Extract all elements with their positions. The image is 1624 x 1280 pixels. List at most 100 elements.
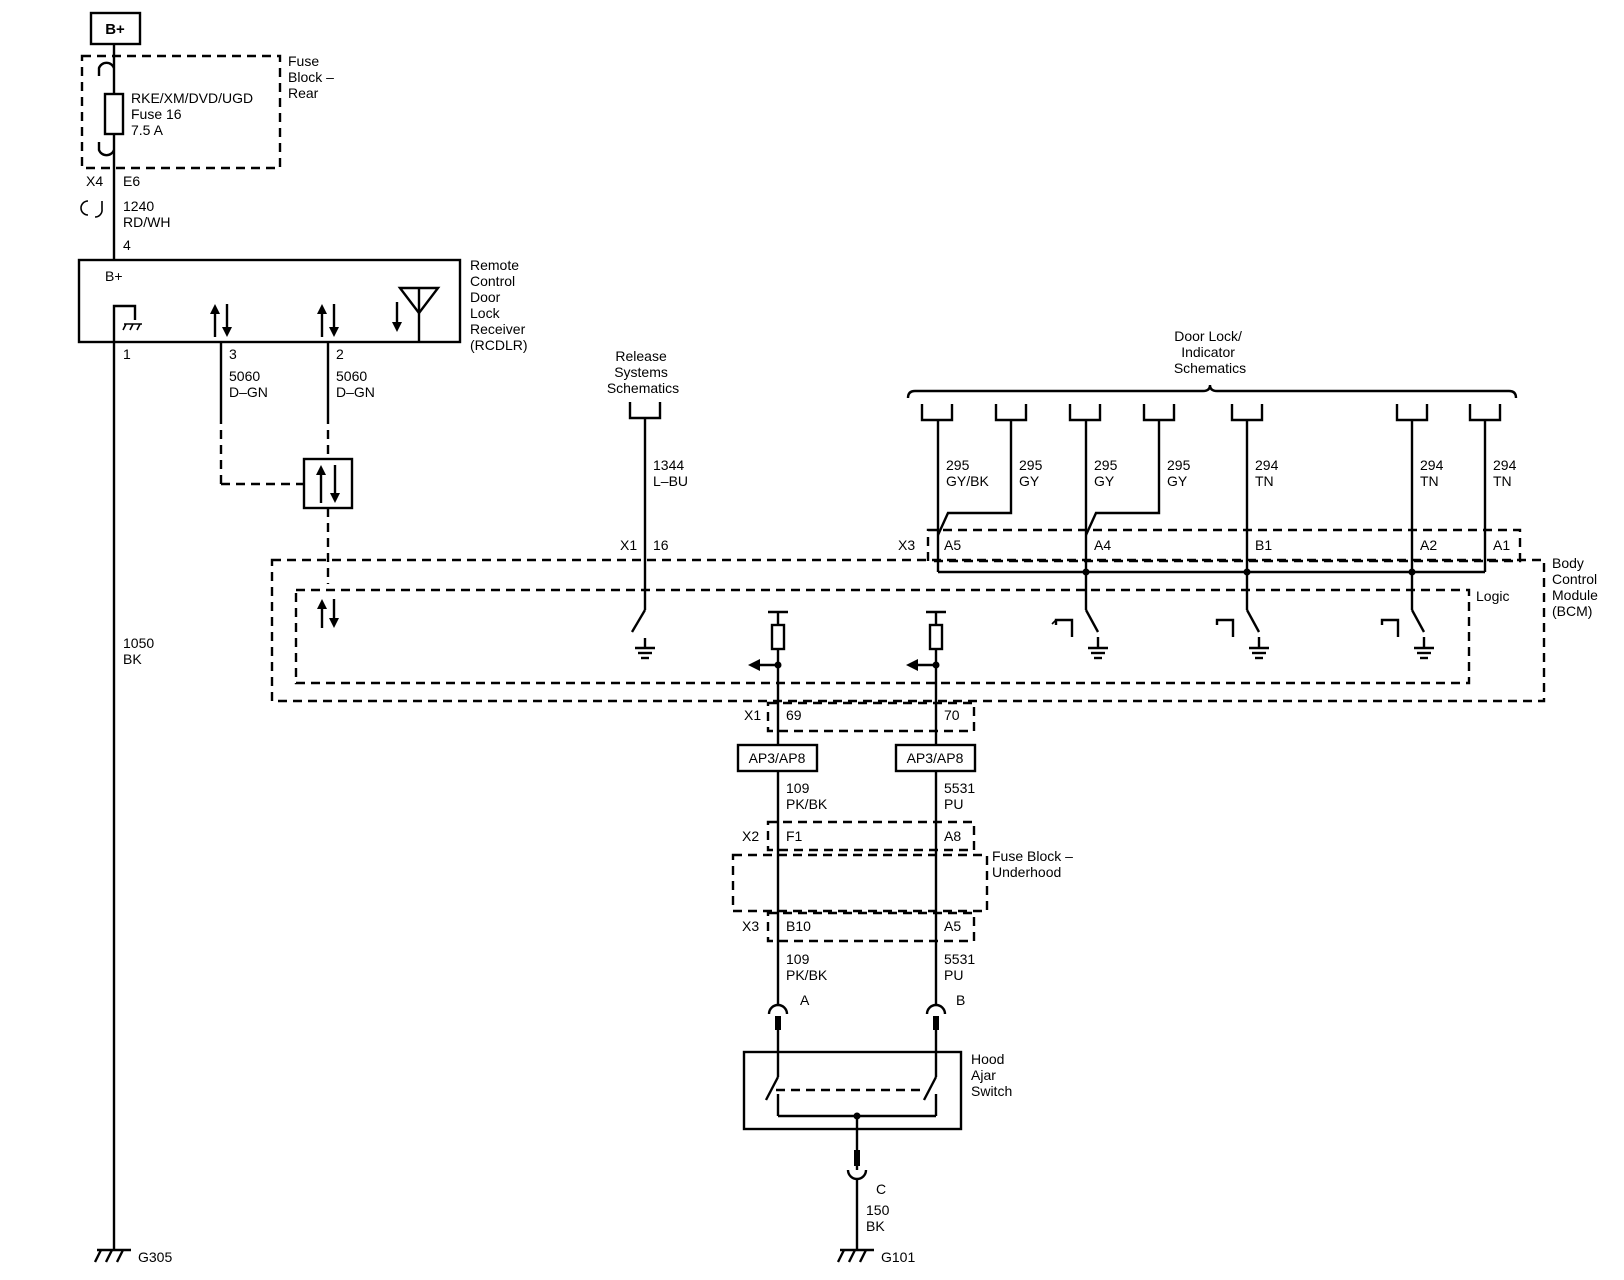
pin-a4-label: A4 — [1094, 537, 1111, 553]
connector-icon — [1395, 404, 1429, 422]
hood-ajar-input-circuits — [748, 610, 946, 810]
fuse-block-underhood-label: Fuse Block – Underhood — [992, 848, 1077, 880]
bcm-serial-arrows-icon — [317, 599, 339, 628]
fuse-block-rear-outline — [80, 54, 282, 170]
wire-5531-lower-label: 5531 PU — [944, 951, 979, 983]
fuse-16-label: RKE/XM/DVD/UGD Fuse 16 7.5 A — [131, 90, 257, 138]
hood-ajar-switch-label: Hood Ajar Switch — [971, 1051, 1012, 1099]
connector-icon — [1230, 404, 1264, 422]
rcdlr-name-label: Remote Control Door Lock Receiver (RCDLR… — [470, 257, 529, 353]
pin-69-label: 69 — [786, 707, 802, 723]
bplus-box — [89, 11, 142, 46]
connector-icon — [994, 404, 1028, 422]
wire-109-upper-label: 109 PK/BK — [786, 780, 828, 812]
pin-a2-label: A2 — [1420, 537, 1437, 553]
connector-icon — [1142, 404, 1176, 422]
pin-3-label: 3 — [229, 346, 237, 362]
serial-data-splice-icon — [302, 457, 354, 510]
wire-294-tn-b-label: 294 TN — [1420, 457, 1447, 489]
ap-splice-left-label: AP3/AP8 — [749, 750, 806, 766]
connector-icon — [1068, 404, 1102, 422]
connector-x3-top-label: X3 — [898, 537, 915, 553]
bplus-label: B+ — [105, 21, 125, 38]
wire-294-tn-c-label: 294 TN — [1493, 457, 1520, 489]
wire-294-tn-a-label: 294 TN — [1255, 457, 1282, 489]
connector-x1-bottom-label: X1 — [744, 707, 761, 723]
fuse-block-underhood-outline — [731, 853, 989, 913]
connector-x2-outline — [766, 820, 976, 852]
fuse-terminal-top — [97, 61, 116, 76]
pin-b-label: B — [956, 992, 965, 1008]
wire-5531-upper-label: 5531 PU — [944, 780, 979, 812]
bcm-outline — [270, 558, 1546, 703]
wire-1050-label: 1050 BK — [123, 635, 158, 667]
door-lock-bracket — [906, 384, 1518, 399]
connector-x1-top-label: X1 — [620, 537, 637, 553]
fuse-block-rear-label: Fuse Block – Rear — [288, 53, 338, 101]
door-lock-connectors — [920, 404, 1502, 422]
ap-splice-right-box — [894, 743, 977, 773]
lock-switch-ground-icons — [1051, 609, 1434, 660]
connector-x3-bottom-label: X3 — [742, 918, 759, 934]
pin-a1-label: A1 — [1493, 537, 1510, 553]
pin-70-label: 70 — [944, 707, 960, 723]
rcdlr-internal-ground-icon — [112, 304, 137, 342]
pin-a8-label: A8 — [944, 828, 961, 844]
wire-5060-b-label: 5060 D–GN — [336, 368, 375, 400]
pin-16-label: 16 — [653, 537, 669, 553]
ground-g101-label: G101 — [881, 1249, 915, 1265]
pin-b10-label: B10 — [786, 918, 811, 934]
ground-g305-icon — [93, 1248, 131, 1263]
door-lock-wires — [936, 420, 1487, 610]
rcdlr-serial-arrows-icon — [210, 304, 339, 337]
release-systems-connector-icon — [628, 402, 662, 420]
ap-splice-left-box — [736, 743, 819, 773]
bcm-name-label: Body Control Module (BCM) — [1552, 555, 1602, 619]
connector-icon — [920, 404, 954, 422]
connector-icon — [1468, 404, 1502, 422]
connector-x3-bottom-outline — [766, 911, 976, 943]
wire-295-gy-c-label: 295 GY — [1167, 457, 1194, 489]
ground-g101-icon — [836, 1248, 874, 1263]
pin-1-label: 1 — [123, 346, 131, 362]
pin-2-label: 2 — [336, 346, 344, 362]
bcm-section: Logic Body Control Module (BCM) Release … — [270, 328, 1602, 810]
wire-150-label: 150 BK — [866, 1202, 893, 1234]
bcm-logic-label: Logic — [1476, 588, 1509, 604]
hood-ajar-switch-contacts-icon — [764, 1052, 938, 1181]
pin-c-label: C — [876, 1181, 886, 1197]
connector-x4-label: X4 — [86, 173, 103, 189]
wire-295-gy-b-label: 295 GY — [1094, 457, 1121, 489]
wire-5060-a-label: 5060 D–GN — [229, 368, 268, 400]
rcdlr-ground-hatch — [122, 323, 142, 331]
fuse-terminal-bottom — [97, 142, 116, 157]
wire-109-lower-label: 109 PK/BK — [786, 951, 828, 983]
pin-b1-label: B1 — [1255, 537, 1272, 553]
ap-splice-right-label: AP3/AP8 — [907, 750, 964, 766]
fuse-16-symbol — [103, 92, 125, 136]
pin-a-label: A — [800, 992, 810, 1008]
pin-f1-label: F1 — [786, 828, 803, 844]
rcdlr-box — [77, 258, 462, 344]
release-switch-ground-icon — [630, 609, 655, 660]
connector-x3-top-outline — [926, 528, 1522, 563]
ground-g305-label: G305 — [138, 1249, 172, 1265]
hood-ajar-switch-box — [742, 1050, 963, 1131]
antenna-icon — [392, 286, 441, 342]
connector-x2-label: X2 — [742, 828, 759, 844]
pin-e6-label: E6 — [123, 173, 140, 189]
pin-a5-top-label: A5 — [944, 537, 961, 553]
connector-x1-bottom-outline — [766, 701, 976, 733]
release-systems-label: Release Systems Schematics — [607, 348, 679, 396]
hood-switch-connectors-icon — [767, 1003, 947, 1052]
wire-295-gy-a-label: 295 GY — [1019, 457, 1046, 489]
pin-a5-bottom-label: A5 — [944, 918, 961, 934]
wire-295-gybk-label: 295 GY/BK — [946, 457, 989, 489]
bcm-logic-outline — [294, 588, 1471, 685]
connector-x4-symbol — [80, 200, 103, 218]
door-lock-indicator-label: Door Lock/ Indicator Schematics — [1174, 328, 1246, 376]
wire-1344-label: 1344 L–BU — [653, 457, 688, 489]
wire-1240-label: 1240 RD/WH — [123, 198, 170, 230]
pin-4-label: 4 — [123, 237, 131, 253]
